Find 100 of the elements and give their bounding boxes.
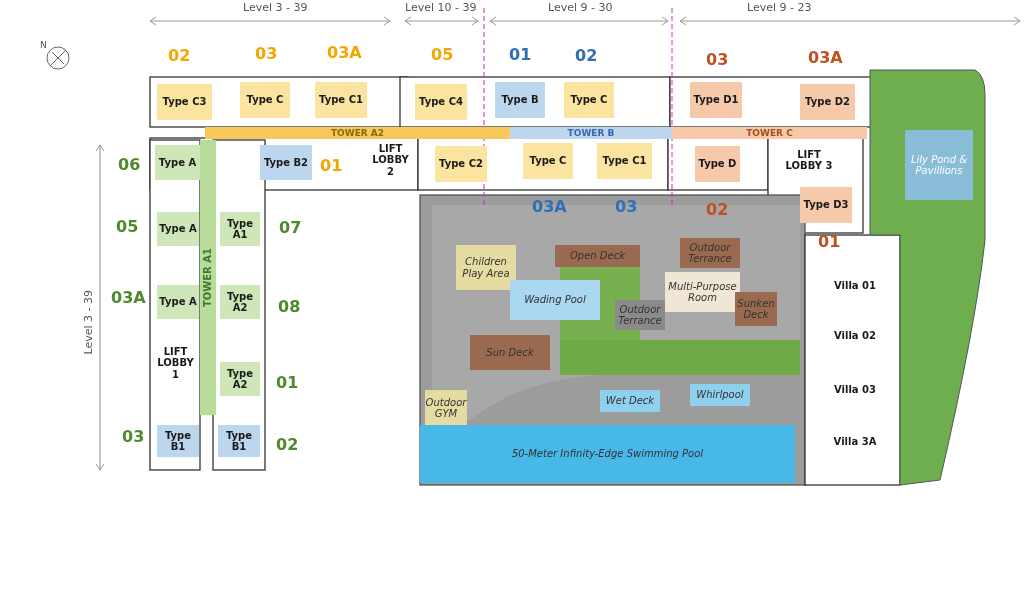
level-range-label: Level 3 - 39 [82,290,95,355]
area-label: Multi-Purpose Room [667,280,737,304]
area-label: Wading Pool [524,294,586,306]
unit-box [523,143,573,179]
level-range-label: Level 10 - 39 [405,1,477,14]
unit-box [415,84,467,120]
unit-number: 02 [276,435,299,454]
area-label: Whirlpool [696,389,744,401]
area-label: Type C [570,94,608,106]
area-label: Type C [246,94,284,106]
area-label: TOWER A1 [202,247,214,308]
area-label: Type B1 [224,429,254,453]
unit-box [564,82,614,118]
unit-box [260,145,312,180]
area-label: Type A1 [225,217,255,241]
area-label: Type B2 [263,156,309,169]
amenity-area [680,238,740,268]
tower-band [200,140,216,415]
unit-number: 03A [111,288,146,307]
unit-number: 05 [116,217,139,236]
unit-box [315,82,367,118]
unit-box [800,84,855,120]
area-label: Outdoor Terrance [617,303,663,327]
area-label: LIFT LOBBY 2 [371,142,410,178]
area-label: Type D [698,158,737,170]
area-label: Type D2 [805,96,850,108]
area-label: Lily Pond & Pavillions [909,153,968,177]
area-label: Children Play Area [461,256,511,279]
amenity-area [510,280,600,320]
area-label: Type D3 [803,199,849,211]
unit-box [240,82,290,118]
unit-number: 03 [615,197,638,216]
area-label: Villa 3A [833,436,877,448]
area-label: TOWER B [567,127,615,139]
amenity-area [600,390,660,412]
area-label: Type A [159,223,197,235]
amenity-area [690,384,750,406]
area-label: Sun Deck [486,346,534,359]
unit-number: 01 [818,232,841,251]
tower-band [205,127,510,139]
amenity-area [555,245,640,267]
area-label: Villa 03 [834,384,876,396]
unit-box [157,212,199,246]
unit-number: 02 [168,46,191,65]
area-label: Villa 01 [834,280,876,292]
level-range-label: Level 9 - 23 [747,1,812,14]
area-label: Type C4 [419,96,463,108]
unit-box [155,145,200,180]
area-label: Type B [501,94,539,106]
area-label: Outdoor Terrance [687,241,733,265]
area-label: LIFT LOBBY 3 [784,148,834,172]
unit-number: 07 [279,218,302,237]
unit-box [157,285,199,319]
tower-band [510,127,672,139]
area-label: Villa 02 [834,330,876,342]
unit-number: 03A [808,48,843,67]
unit-box [597,143,652,179]
area-label: Type B1 [163,429,193,453]
level-range-label: Level 3 - 39 [243,1,308,14]
unit-box [157,84,212,120]
unit-number: 05 [431,45,454,64]
unit-box [495,82,545,118]
amenity-area [456,245,516,290]
unit-number: 03A [327,43,362,62]
unit-number: 08 [278,297,301,316]
unit-number: 01 [320,156,343,175]
unit-box [800,187,852,223]
unit-number: 03A [532,197,567,216]
area-label: Type C1 [319,94,363,106]
unit-number: 03 [255,44,278,63]
area-label: TOWER C [746,127,793,139]
area-label: Type A2 [225,290,255,314]
tower-band [672,127,867,139]
area-label: Type A2 [225,367,255,391]
area-label: Type C1 [602,155,647,167]
area-label: TOWER A2 [330,127,385,139]
north-label: N [40,40,47,50]
amenity-area [905,130,973,200]
amenity-area [425,390,467,426]
unit-box [695,146,740,182]
unit-box [435,146,487,182]
area-label: Type A [159,296,197,308]
unit-number: 03 [122,427,145,446]
area-label: Type A [158,156,197,169]
area-label: Wet Deck [605,395,655,407]
area-label: Type C [529,155,567,167]
area-label: Sunken Deck [736,297,776,321]
area-label: Open Deck [570,250,625,262]
unit-box [157,425,199,457]
unit-number: 01 [509,45,532,64]
unit-box [690,82,742,118]
unit-number: 06 [118,155,141,174]
area-label: Type D1 [693,94,739,106]
area-label: Type C2 [439,158,483,170]
area-label: Outdoor GYM [425,396,467,420]
unit-number: 02 [575,46,598,65]
unit-number: 03 [706,50,729,69]
amenity-area [470,335,550,370]
unit-box [218,425,260,457]
unit-number: 02 [706,200,729,219]
